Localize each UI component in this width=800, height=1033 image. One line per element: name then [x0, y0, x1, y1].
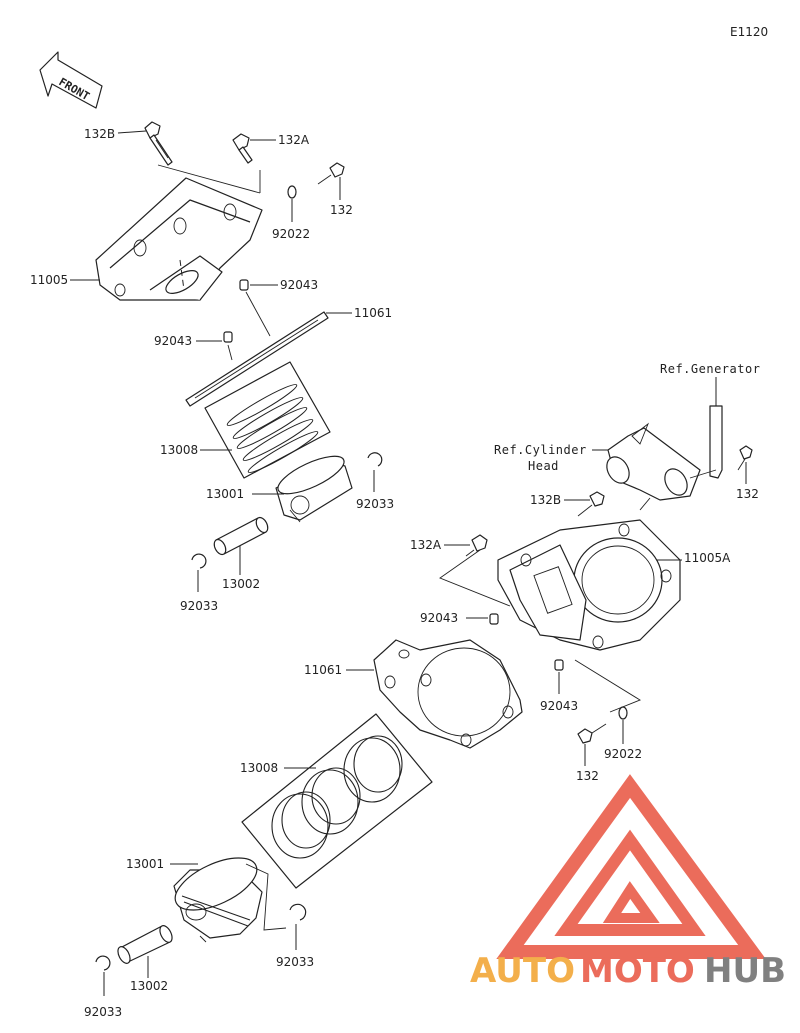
- label-92033-bottom-left: 92033: [84, 1005, 122, 1019]
- generator-bracket: [709, 405, 723, 479]
- piston-13001-top: [275, 455, 353, 523]
- piston-pin-13002-bottom: [117, 925, 173, 964]
- label-11061-bottom: 11061: [304, 663, 342, 677]
- label-13001-top: 13001: [206, 487, 244, 501]
- piston-pin-13002-top: [213, 516, 269, 556]
- label-132B-top: 132B: [84, 127, 115, 141]
- piston-13001-bottom: [173, 857, 263, 943]
- gasket-11061-bottom: [373, 639, 523, 749]
- piston-ring-set-13008-bottom: [241, 713, 433, 889]
- cylinder-11005: [95, 177, 263, 301]
- label-11005: 11005: [30, 273, 68, 287]
- automotohub-logo: AUTO MOTO HUB: [470, 774, 786, 991]
- label-132-generator: 132: [736, 487, 759, 501]
- logo-word-auto: AUTO: [470, 951, 575, 991]
- dowel-92043-bottom-b: [554, 659, 564, 671]
- label-92043-bottom-a: 92043: [420, 611, 458, 625]
- label-13001-bottom: 13001: [126, 857, 164, 871]
- dowel-92043-bottom-a: [489, 613, 499, 625]
- circlip-92033-top-right: [367, 452, 383, 467]
- label-13008-bottom: 13008: [240, 761, 278, 775]
- bolt-132A-top: [232, 133, 253, 164]
- cylinder-11005A: [497, 519, 681, 651]
- label-132-top: 132: [330, 203, 353, 217]
- label-13008-top: 13008: [160, 443, 198, 457]
- bolt-132B-top: [144, 121, 173, 166]
- label-92022-bottom: 92022: [604, 747, 642, 761]
- front-arrow-icon: FRONT: [39, 51, 103, 109]
- ref-generator: Ref.Generator: [660, 362, 760, 376]
- dowel-92043-top-b: [223, 331, 233, 343]
- label-132A-bottom: 132A: [410, 538, 442, 552]
- label-92043-top-a: 92043: [280, 278, 318, 292]
- washer-92022-top: [287, 185, 297, 199]
- circlip-92033-bottom-right: [289, 903, 307, 921]
- label-92022-top: 92022: [272, 227, 310, 241]
- label-92043-top-b: 92043: [154, 334, 192, 348]
- bolt-132-bottom: [577, 723, 607, 744]
- gasket-11061-top: [185, 311, 329, 407]
- circlip-92033-top-left: [191, 553, 207, 569]
- logo-word-moto: MOTO: [580, 951, 695, 991]
- bolt-132A-bottom: [465, 534, 488, 557]
- label-132-bottom: 132: [576, 769, 599, 783]
- label-132A-top: 132A: [278, 133, 310, 147]
- label-13002-bottom: 13002: [130, 979, 168, 993]
- piston-ring-set-13008-top: [204, 361, 331, 479]
- label-11005A: 11005A: [684, 551, 731, 565]
- diagram-code: E1120: [730, 25, 768, 39]
- circlip-92033-bottom-left: [95, 955, 111, 971]
- label-92043-bottom-b: 92043: [540, 699, 578, 713]
- bolt-132-generator: [737, 445, 753, 471]
- cylinder-head-fitting: [606, 422, 701, 501]
- label-92033-top-left: 92033: [180, 599, 218, 613]
- bolt-132B-bottom: [577, 491, 605, 517]
- label-92033-top-right: 92033: [356, 497, 394, 511]
- label-13002-top: 13002: [222, 577, 260, 591]
- dowel-92043-top-a: [239, 279, 249, 291]
- ref-cylinder-head-line2: Head: [528, 459, 559, 473]
- ref-cylinder-head-line1: Ref.Cylinder: [494, 443, 587, 457]
- label-92033-bottom-right: 92033: [276, 955, 314, 969]
- washer-92022-bottom: [618, 706, 628, 720]
- logo-word-hub: HUB: [704, 951, 786, 991]
- label-11061-top: 11061: [354, 306, 392, 320]
- bolt-132-top: [317, 162, 345, 185]
- label-132B-bottom: 132B: [530, 493, 561, 507]
